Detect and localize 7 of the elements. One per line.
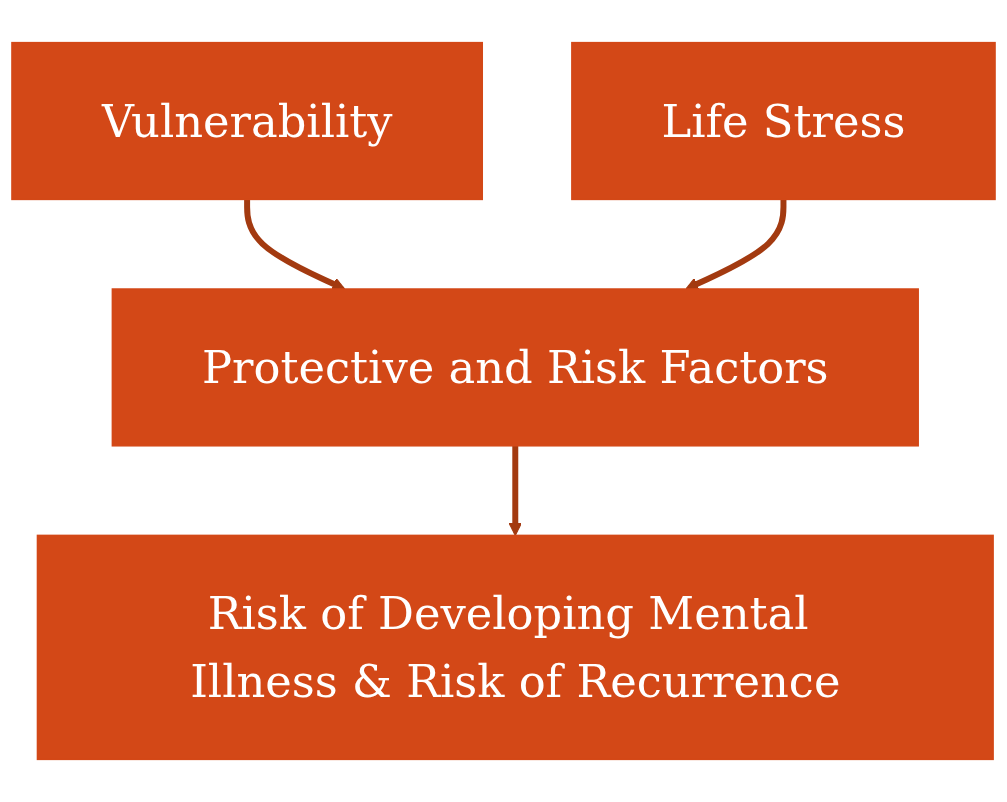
node-box: Vulnerability (11, 41, 483, 201)
arrow (244, 199, 346, 291)
node-box: Life Stress (571, 41, 996, 201)
arrow (685, 199, 787, 291)
node-box: Protective and Risk Factors (111, 288, 919, 447)
node-box: Risk of Developing Mental Illness & Risk of Recurrence (36, 534, 994, 761)
arrow (508, 445, 522, 536)
